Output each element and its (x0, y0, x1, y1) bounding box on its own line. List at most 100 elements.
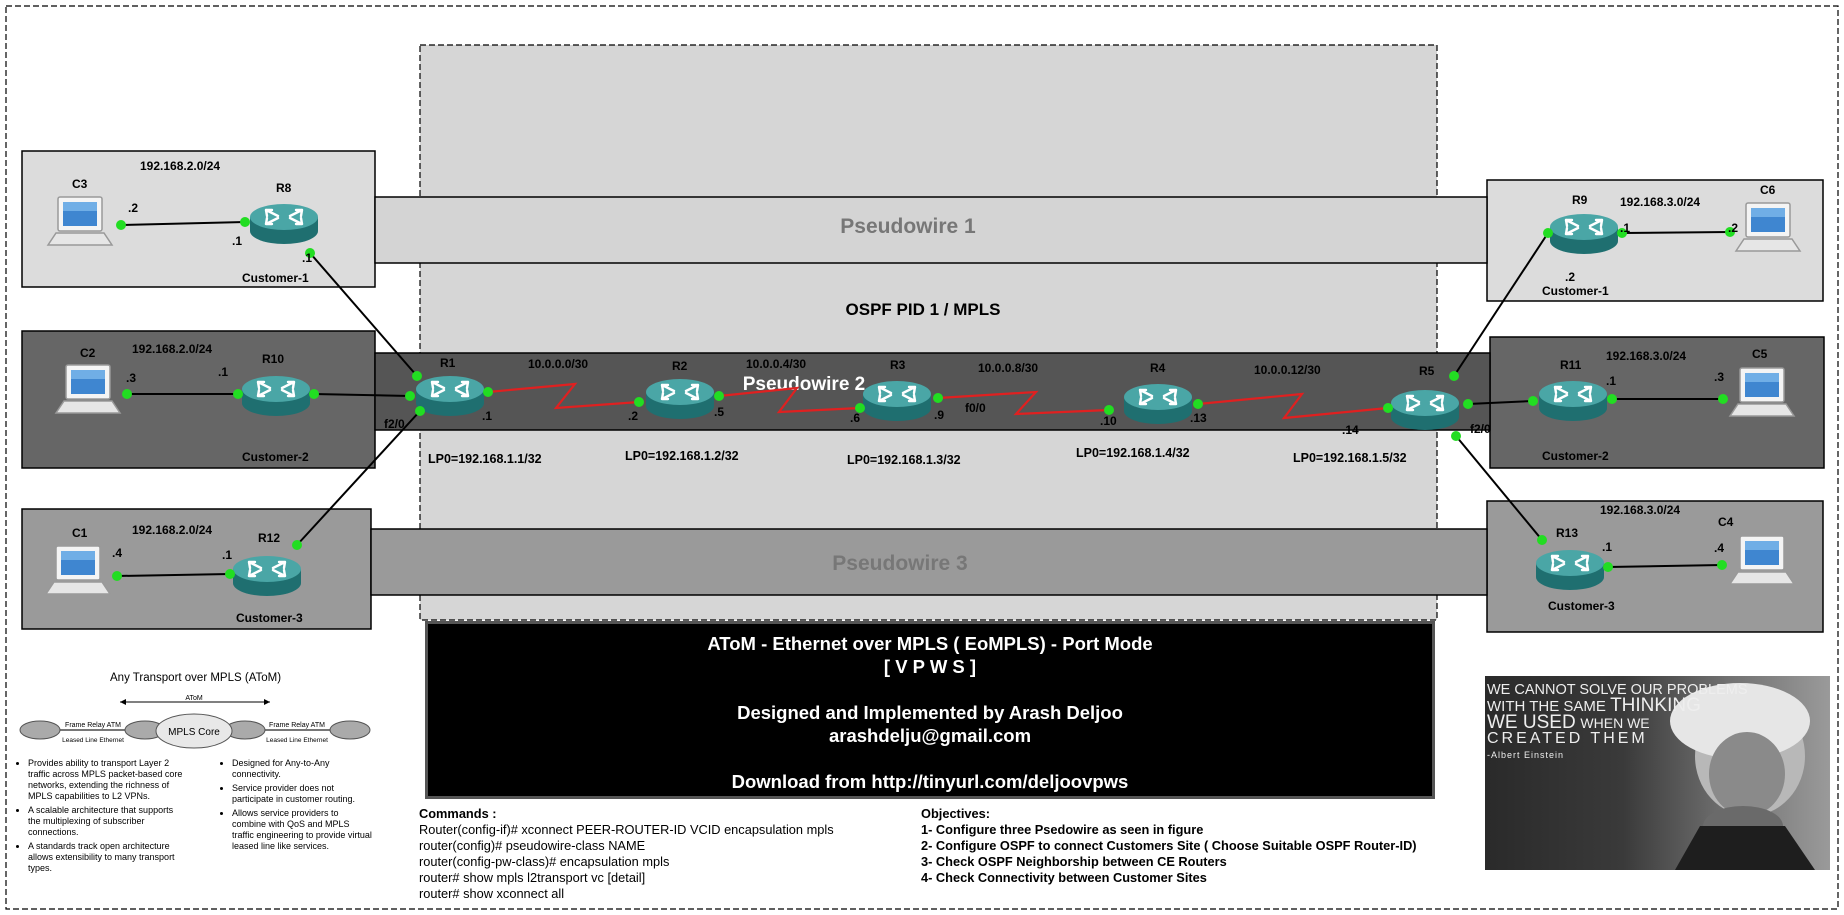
r8-lan-ip: .1 (232, 234, 242, 248)
router-r3[interactable] (861, 379, 933, 423)
r5-left-ip: .14 (1342, 423, 1359, 437)
router-r13[interactable] (1534, 548, 1606, 592)
objectives-block: Objectives: 1- Configure three Psedowire… (921, 806, 1417, 886)
atom-right-link: Frame Relay ATM (269, 722, 325, 729)
objective-line: 2- Configure OSPF to connect Customers S… (921, 838, 1417, 853)
c1-subnet: 192.168.2.0/24 (132, 523, 212, 537)
link-3-subnet: 10.0.0.8/30 (978, 361, 1038, 375)
r12-lan-ip: .1 (222, 548, 232, 562)
c6-pc-ip: .2 (1728, 221, 1738, 235)
r3-f0-0: f0/0 (965, 401, 986, 415)
c3-customer: Customer-1 (242, 271, 309, 285)
pc-c6[interactable] (1735, 202, 1801, 252)
r2-name: R2 (672, 359, 688, 373)
r8-name: R8 (276, 181, 292, 195)
pseudowire-3-band (370, 528, 1488, 596)
quote-line-4: CREATED THEM (1487, 730, 1648, 747)
c3-pc-ip: .2 (128, 201, 138, 215)
quote-line-2a: WITH THE SAME (1487, 698, 1606, 715)
r3-name: R3 (890, 358, 906, 372)
router-r8[interactable] (248, 202, 320, 246)
atom-right-sub: Leased Line Ethernet (266, 737, 328, 744)
command-line: Router(config-if)# xconnect PEER-ROUTER-… (419, 822, 834, 837)
c2-customer: Customer-2 (242, 450, 309, 464)
c6-pc-name: C6 (1760, 183, 1776, 197)
c4-customer: Customer-3 (1548, 599, 1615, 613)
command-line: router(config-pw-class)# encapsulation m… (419, 854, 670, 869)
pc-c1[interactable] (45, 545, 111, 595)
atom-bullet: A standards track open architecture allo… (28, 841, 183, 874)
r9-uplink-ip: .2 (1565, 270, 1575, 284)
commands-heading: Commands : (419, 806, 497, 821)
core-links (487, 382, 1389, 420)
r4-name: R4 (1150, 361, 1166, 375)
objectives-heading: Objectives: (921, 806, 990, 821)
title-line-2: [ V P W S ] (883, 656, 977, 677)
c6-customer: Customer-1 (1542, 284, 1609, 298)
r11-lan-ip: .1 (1606, 374, 1616, 388)
c4-pc-name: C4 (1718, 515, 1734, 529)
quote-line-1: WE CANNOT SOLVE OUR PROBLEMS (1487, 682, 1748, 698)
r10-name: R10 (262, 352, 284, 366)
r5-name: R5 (1419, 364, 1435, 378)
r11-name: R11 (1560, 358, 1582, 372)
link-1-subnet: 10.0.0.0/30 (528, 357, 588, 371)
quote-text: WE CANNOT SOLVE OUR PROBLEMS WITH THE SA… (1487, 682, 1748, 763)
r13-name: R13 (1556, 526, 1578, 540)
c2-pc-ip: .3 (126, 371, 136, 385)
ospf-label: OSPF PID 1 / MPLS (846, 300, 1001, 319)
r3-loopback: LP0=192.168.1.3/32 (847, 453, 961, 467)
pc-c4[interactable] (1729, 535, 1795, 585)
outer-frame (5, 5, 1839, 910)
r1-name: R1 (440, 356, 456, 370)
router-r2[interactable] (644, 377, 716, 421)
r9-lan-ip: .1 (1620, 221, 1630, 235)
r12-name: R12 (258, 531, 280, 545)
pc-c2[interactable] (55, 364, 121, 414)
atom-left-sub: Leased Line Ethernet (62, 737, 124, 744)
c2-subnet: 192.168.2.0/24 (132, 342, 212, 356)
router-r10[interactable] (240, 374, 312, 418)
designer-credit: Designed and Implemented by Arash Deljoo (737, 702, 1123, 723)
pseudowire-1-label: Pseudowire 1 (840, 215, 976, 238)
router-r11[interactable] (1537, 379, 1609, 423)
link-4-subnet: 10.0.0.12/30 (1254, 363, 1321, 377)
download-link[interactable]: Download from http://tinyurl.com/deljoov… (731, 771, 1129, 792)
c1-pc-name: C1 (72, 526, 88, 540)
pc-c3[interactable] (47, 196, 113, 246)
r2-right-ip: .5 (714, 405, 724, 419)
r4-right-ip: .13 (1190, 411, 1207, 425)
c4-subnet: 192.168.3.0/24 (1600, 503, 1680, 517)
router-r12[interactable] (231, 554, 303, 598)
pseudowire-1-band (374, 196, 1488, 264)
router-r1[interactable] (414, 374, 486, 418)
r3-left-ip: .6 (850, 411, 860, 425)
objective-line: 4- Check Connectivity between Customer S… (921, 870, 1207, 885)
pseudowire-3-label: Pseudowire 3 (832, 552, 967, 575)
router-r5[interactable] (1389, 388, 1461, 432)
commands-block: Commands : Router(config-if)# xconnect P… (419, 806, 834, 902)
c5-pc-ip: .3 (1714, 370, 1724, 384)
c2-pc-name: C2 (80, 346, 96, 360)
title-spacer (428, 678, 1432, 701)
designer-email: arashdelju@gmail.com (828, 725, 1032, 746)
r13-lan-ip: .1 (1602, 540, 1612, 554)
router-r9[interactable] (1548, 212, 1620, 256)
link-2-subnet: 10.0.0.4/30 (746, 357, 806, 371)
r3-right-ip: .9 (934, 408, 944, 422)
r4-left-ip: .10 (1100, 414, 1117, 428)
command-line: router# show xconnect all (419, 886, 565, 901)
r2-left-ip: .2 (628, 409, 638, 423)
router-r4[interactable] (1122, 382, 1194, 426)
r10-lan-ip: .1 (218, 365, 228, 379)
pc-c5[interactable] (1729, 367, 1795, 417)
c5-customer: Customer-2 (1542, 449, 1609, 463)
atom-bullet: Provides ability to transport Layer 2 tr… (28, 758, 183, 802)
atom-figure: Any Transport over MPLS (AToM) Provides … (18, 670, 378, 890)
r2-loopback: LP0=192.168.1.2/32 (625, 449, 739, 463)
r4-loopback: LP0=192.168.1.4/32 (1076, 446, 1190, 460)
pseudowire-2-band (374, 352, 1491, 431)
r9-name: R9 (1572, 193, 1588, 207)
atom-left-bullets: Provides ability to transport Layer 2 tr… (18, 758, 183, 877)
